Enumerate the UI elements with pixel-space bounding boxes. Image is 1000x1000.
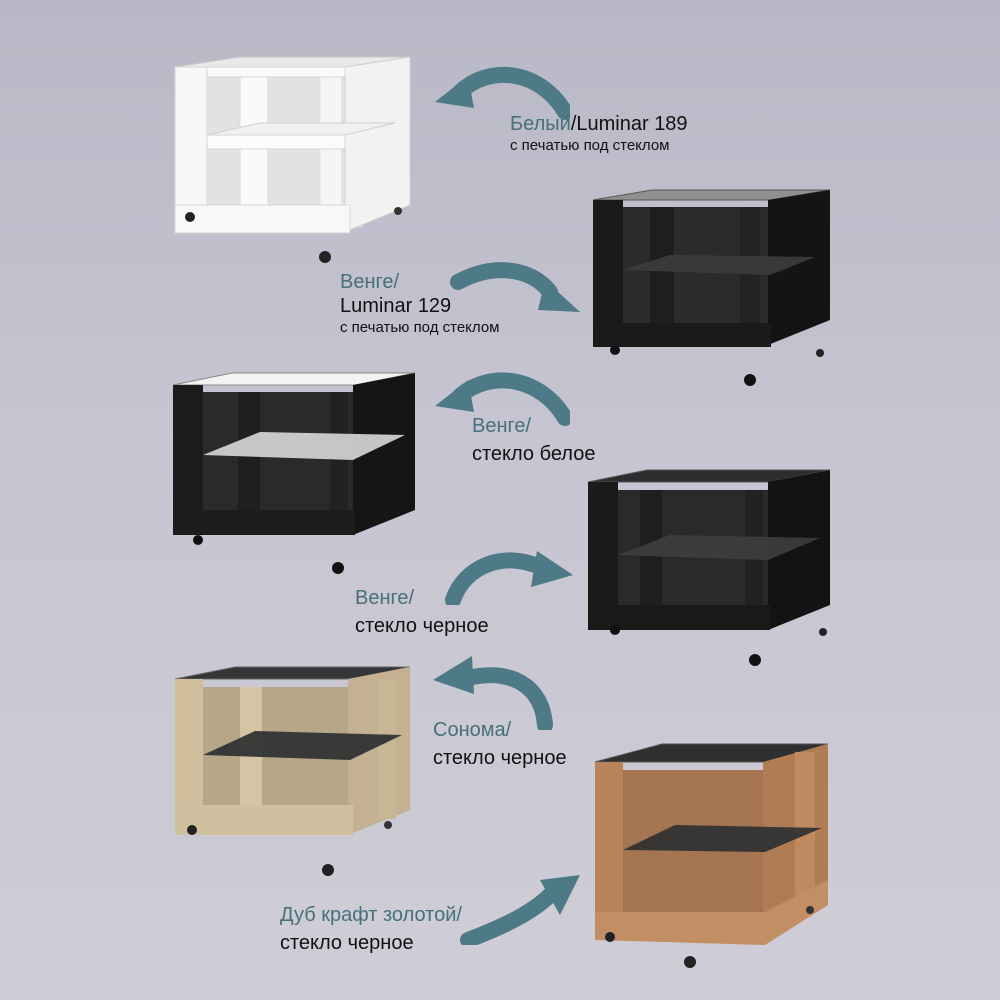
table-image-wenge-white-glass bbox=[170, 370, 420, 575]
curved-arrow-icon bbox=[445, 545, 575, 605]
variant-material-label: Luminar 189 bbox=[576, 113, 688, 135]
variant-color-label: Белый bbox=[510, 113, 571, 135]
variant-material-label: стекло белое bbox=[472, 443, 596, 465]
curved-arrow-icon bbox=[430, 650, 555, 730]
table-image-sonoma-black-glass bbox=[170, 665, 420, 880]
variant-label-wenge-white: Венге/ стекло белое bbox=[472, 414, 595, 466]
variant-color-label: Дуб крафт золотой/ bbox=[280, 904, 462, 926]
curved-arrow-icon bbox=[450, 262, 585, 317]
variant-color-label: Венге/ bbox=[472, 415, 532, 437]
variant-label-wenge-luminar: Венге/ Luminar 129 с печатью под стеклом bbox=[340, 270, 499, 338]
label-separator: / bbox=[570, 113, 577, 135]
curved-arrow-icon bbox=[430, 62, 570, 122]
variant-label-oak-gold-black: Дуб крафт золотой/ стекло черное bbox=[280, 903, 462, 955]
variant-color-label: Венге/ bbox=[355, 587, 415, 609]
curved-arrow-icon bbox=[430, 366, 570, 426]
variant-label-sonoma-black: Сонома/ стекло черное bbox=[433, 718, 567, 770]
variant-label-wenge-black: Венге/ стекло черное bbox=[355, 586, 489, 638]
curved-arrow-icon bbox=[460, 870, 585, 945]
variant-material-label: стекло черное bbox=[280, 932, 414, 954]
variant-material-label: Luminar 129 bbox=[340, 295, 452, 317]
variant-note: с печатью под стеклом bbox=[510, 137, 670, 154]
table-image-white-luminar189 bbox=[170, 55, 415, 265]
variant-material-label: стекло черное bbox=[433, 747, 567, 769]
variant-note: с печатью под стеклом bbox=[340, 319, 500, 336]
table-image-wenge-luminar129 bbox=[590, 185, 835, 390]
variant-color-label: Сонома/ bbox=[433, 719, 512, 741]
table-image-wenge-black-glass bbox=[585, 460, 835, 670]
variant-color-label: Венге/ bbox=[340, 271, 400, 293]
variant-label-white: Белый/Luminar 189 с печатью под стеклом bbox=[510, 112, 688, 156]
table-image-oak-gold-black-glass bbox=[590, 740, 840, 970]
variant-material-label: стекло черное bbox=[355, 615, 489, 637]
